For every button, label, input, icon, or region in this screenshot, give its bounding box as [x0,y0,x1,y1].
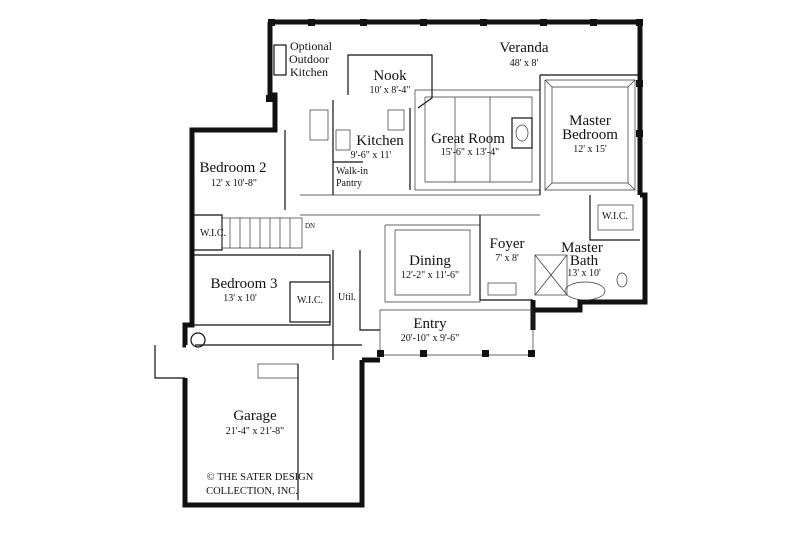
master-bedroom-line2: Bedroom [562,127,618,143]
stair-down-label: DN [305,222,315,230]
master-bath-line1: Master [561,240,603,256]
dining-dims: 12'-2" x 11'-6" [401,270,459,281]
kitchen-dims: 9'-6" x 11' [351,150,392,161]
wic-bedroom2: W.I.C. [200,228,226,239]
dining-name: Dining [409,253,451,269]
pantry-line2: Pantry [336,178,362,189]
entry-name: Entry [413,316,447,332]
master-bath-dims: 13' x 10' [567,268,601,279]
bedroom3-dims: 13' x 10' [223,293,257,304]
garage-dims: 21'-4" x 21'-8" [226,426,284,437]
foyer-dims: 7' x 8' [495,253,519,264]
outdoor-kitchen-line3: Kitchen [290,65,328,79]
bedroom3-outer-wall [182,255,195,348]
garage-wall [182,360,365,508]
veranda-dims: 48' x 8' [510,58,539,69]
master-bath-line2: Bath [570,253,599,269]
util-name: Util. [338,292,356,303]
room-labels: Veranda 48' x 8' Optional Outdoor Kitche… [199,39,628,437]
pantry-line1: Walk-in [336,166,368,177]
great-room-dims: 15'-6" x 13'-4" [441,147,499,158]
outdoor-kitchen-line2: Outdoor [289,52,329,66]
master-bath-wall [533,192,648,313]
nook-name: Nook [373,68,407,84]
copyright-line2: COLLECTION, INC. [206,486,298,497]
copyright-notice: © THE SATER DESIGN COLLECTION, INC. [206,472,314,497]
interior-walls [154,44,640,500]
wic-bedroom3: W.I.C. [297,295,323,306]
garage-name: Garage [233,408,277,424]
bedroom2-outer-wall [189,92,278,255]
copyright-line1: © THE SATER DESIGN [207,472,314,483]
bedroom2-name: Bedroom 2 [199,160,266,176]
great-room-name: Great Room [431,131,505,147]
bedroom2-dims: 12' x 10'-8" [211,178,257,189]
veranda-name: Veranda [499,40,548,56]
nook-dims: 10' x 8'-4" [369,85,410,96]
bedroom3-name: Bedroom 3 [210,276,277,292]
kitchen-name: Kitchen [356,133,404,149]
master-bedroom-dims: 12' x 15' [573,144,607,155]
veranda-columns [266,19,643,137]
outdoor-kitchen-line1: Optional [290,39,333,53]
wic-master: W.I.C. [602,211,628,222]
entry-dims: 20'-10" x 9'-6" [401,333,459,344]
master-bedroom-line1: Master [569,113,611,129]
foyer-name: Foyer [490,236,525,252]
